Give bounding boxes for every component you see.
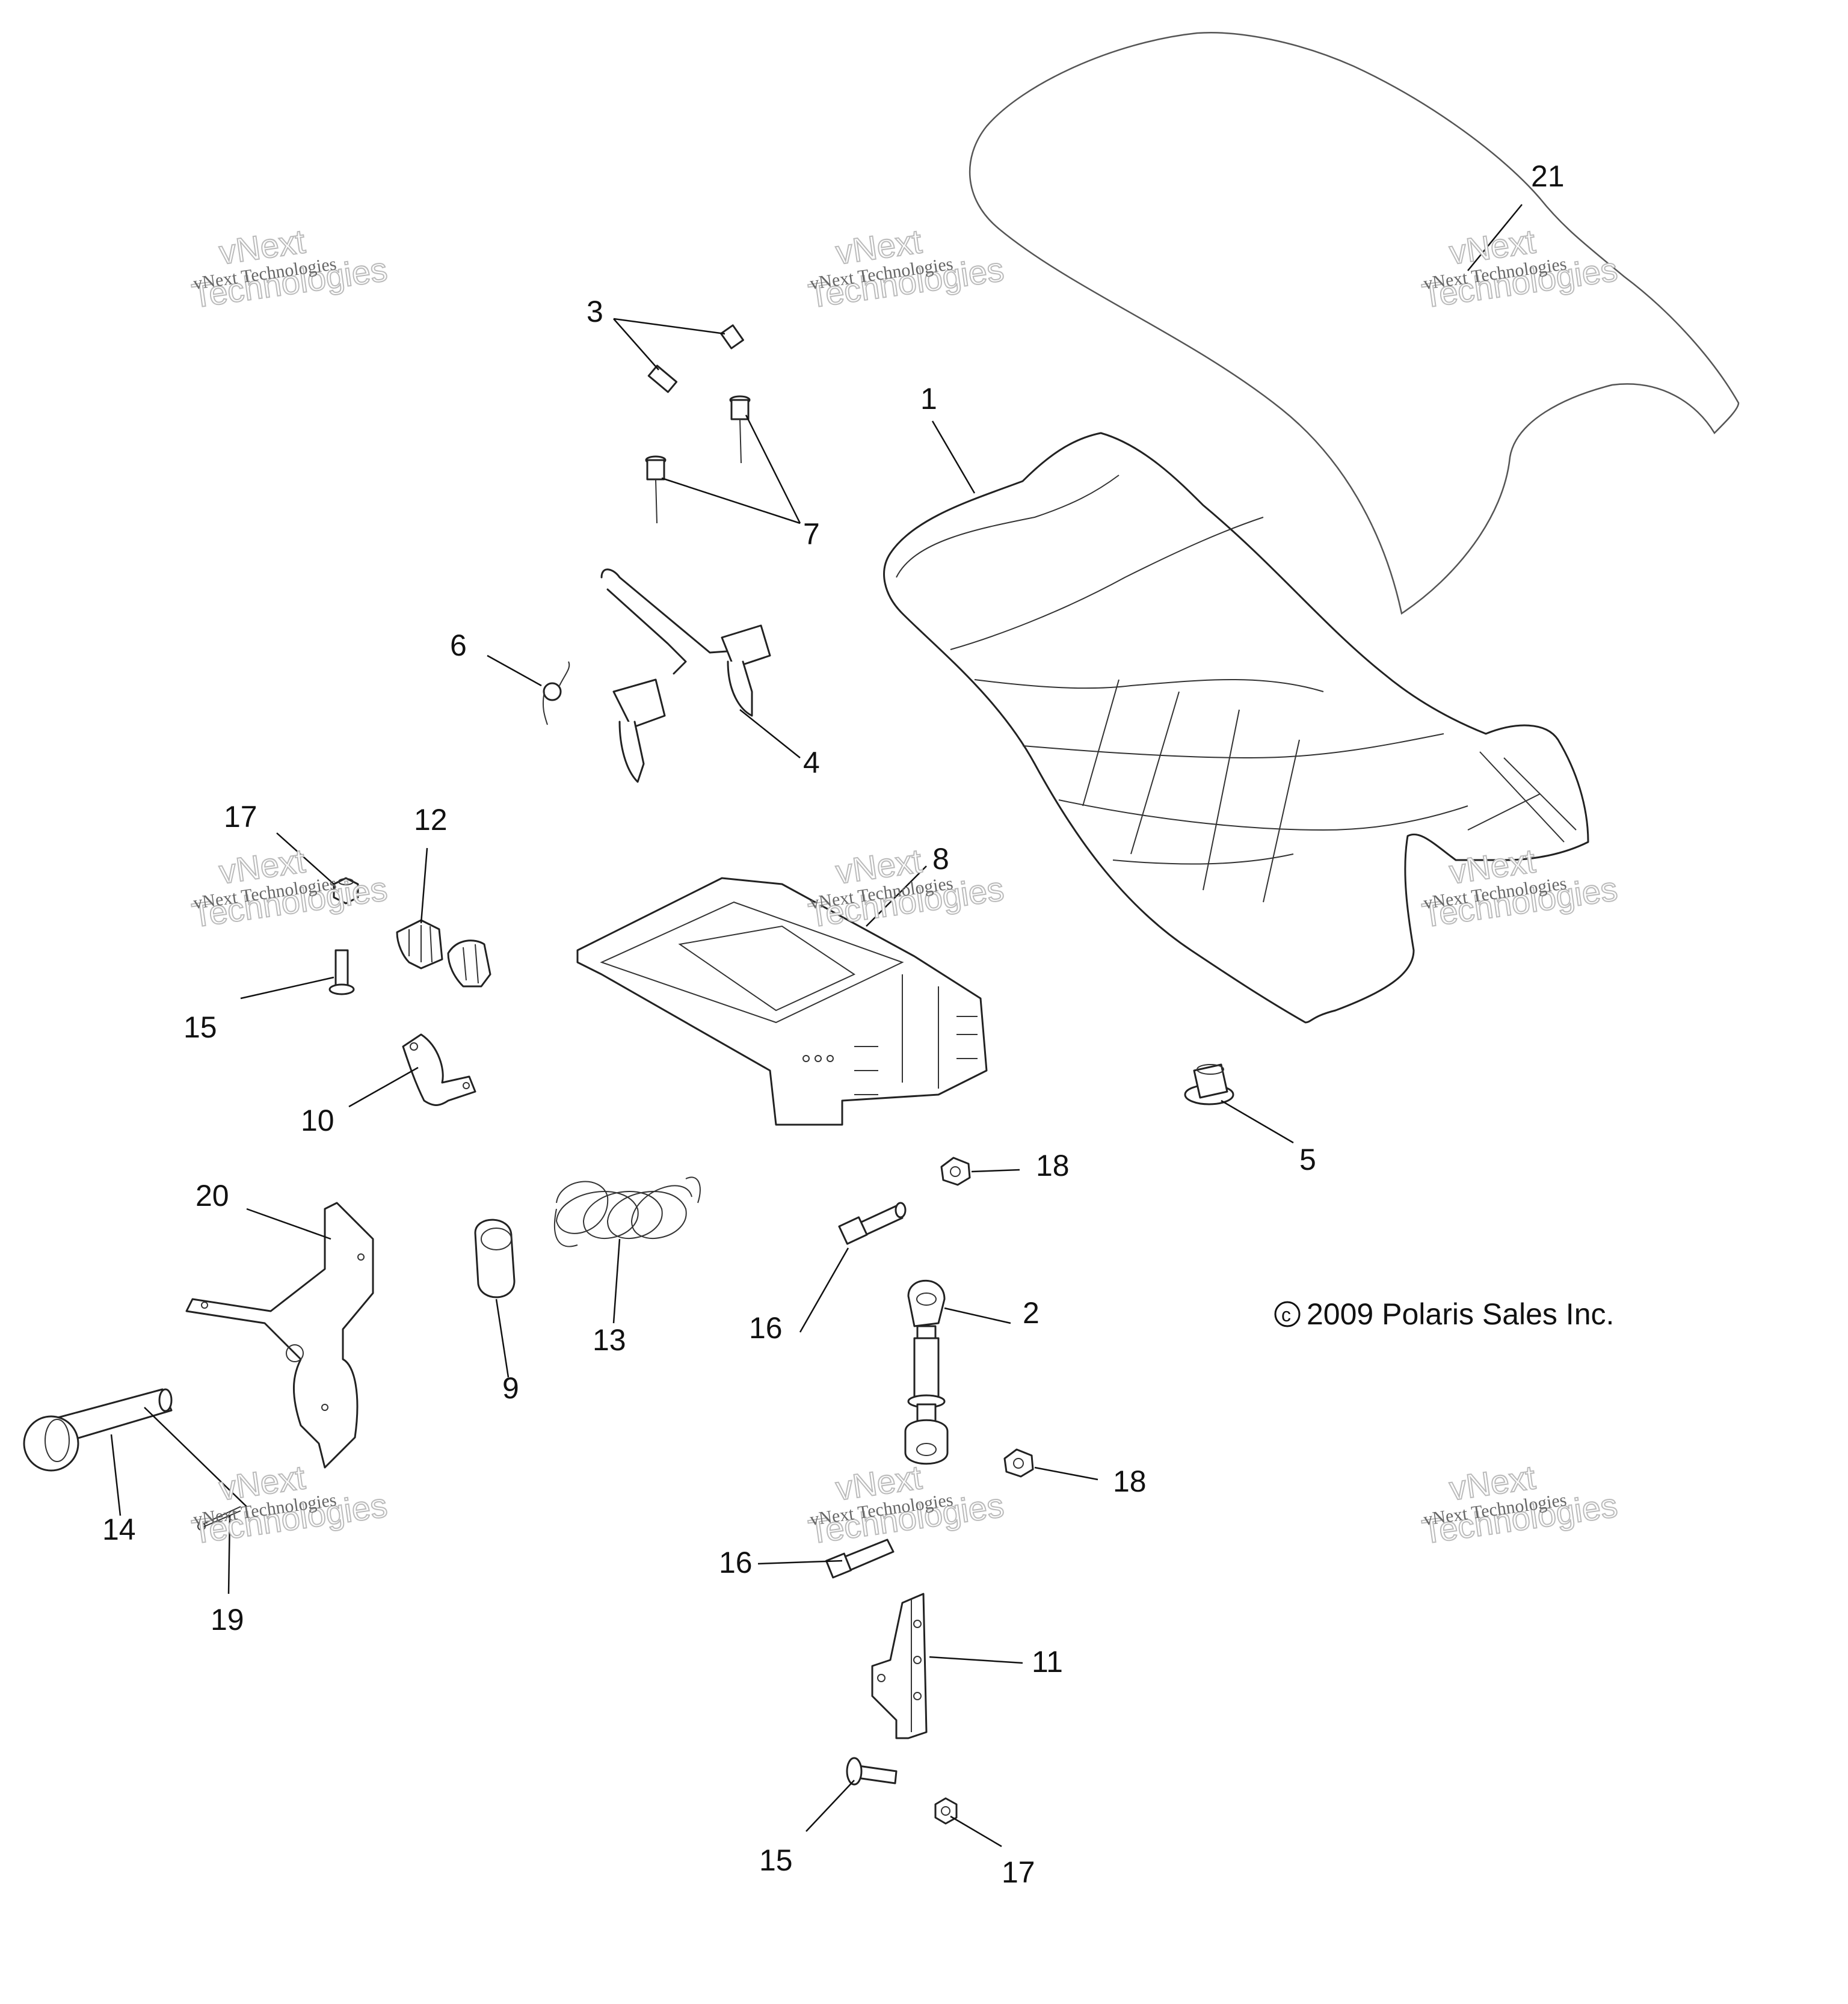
- callout-10: 10: [301, 1104, 334, 1137]
- copyright-icon: [1274, 1301, 1301, 1327]
- part-18-nut-upper: [940, 1157, 971, 1186]
- callout-5: 5: [1299, 1143, 1316, 1176]
- part-16-bolt-lower: [825, 1538, 895, 1579]
- callout-16-upper: 16: [749, 1311, 783, 1345]
- part-18-nut-lower: [1003, 1448, 1034, 1478]
- callout-12: 12: [414, 803, 448, 837]
- callout-8: 8: [932, 842, 949, 876]
- part-17-nut: [333, 877, 359, 905]
- part-3-plates: [647, 324, 744, 393]
- part-14-pin: [23, 1388, 173, 1472]
- part-15-bolt-lower: [846, 1757, 898, 1786]
- watermark-bottom-right: vNext Technologies vNext Technologies: [1419, 1457, 1620, 1551]
- callout-1: 1: [920, 382, 937, 416]
- watermark-mid-center: vNext Technologies vNext Technologies: [805, 841, 1006, 935]
- part-21-seat-cover: [969, 32, 1740, 615]
- part-16-bolt-upper: [838, 1202, 907, 1245]
- callout-17-lower: 17: [1002, 1855, 1035, 1889]
- part-12-bushings: [396, 919, 491, 988]
- part-8-tray: [576, 877, 988, 1126]
- part-20-bracket: [185, 1202, 374, 1469]
- watermark-mid-left: vNext Technologies vNext Technologies: [189, 841, 390, 935]
- part-2-shock: [904, 1279, 949, 1465]
- copyright-c-glyph: c: [1281, 1304, 1291, 1326]
- callout-11: 11: [1032, 1645, 1063, 1679]
- part-10-clamp: [402, 1033, 476, 1106]
- watermark-top-left: vNext Technologies vNext Technologies: [189, 221, 390, 315]
- part-15-bolt: [328, 949, 355, 995]
- callout-16-lower: 16: [719, 1546, 753, 1579]
- copyright-text: 2009 Polaris Sales Inc.: [1307, 1297, 1614, 1331]
- callout-6: 6: [450, 629, 467, 662]
- callout-15-top: 15: [183, 1010, 217, 1044]
- watermark-top-center: vNext Technologies vNext Technologies: [805, 221, 1006, 315]
- part-1-seat-assembly: [883, 432, 1589, 1024]
- watermark-bottom-center: vNext Technologies vNext Technologies: [805, 1457, 1006, 1551]
- part-7-pins: [645, 395, 751, 524]
- callouts: 21 3 1 7 6 4 17 12 8 15 10 5 18 20 13 16…: [102, 159, 1565, 1889]
- part-6-spring: [542, 661, 570, 725]
- copyright-notice: c 2009 Polaris Sales Inc.: [1274, 1297, 1614, 1331]
- callout-19: 19: [211, 1603, 244, 1637]
- callout-9: 9: [502, 1371, 519, 1405]
- part-5-grommet: [1184, 1063, 1234, 1105]
- part-13-spring: [553, 1176, 701, 1247]
- callout-3: 3: [587, 295, 603, 328]
- watermark-bottom-left: vNext Technologies vNext Technologies: [189, 1457, 390, 1551]
- callout-7: 7: [803, 517, 820, 551]
- leader-lines: [110, 204, 1523, 1848]
- callout-13: 13: [593, 1323, 626, 1357]
- callout-17-top: 17: [224, 800, 257, 834]
- callout-15-lower: 15: [759, 1843, 793, 1877]
- callout-2: 2: [1023, 1296, 1040, 1330]
- watermark-top-right: vNext Technologies vNext Technologies: [1419, 221, 1620, 315]
- callout-4: 4: [803, 746, 820, 779]
- callout-20: 20: [196, 1179, 229, 1213]
- callout-18-lower: 18: [1113, 1465, 1147, 1498]
- part-17-nut-lower: [934, 1797, 958, 1825]
- part-19-cotter-pin: [197, 1506, 241, 1531]
- part-9-bumper: [474, 1219, 516, 1299]
- callout-18-upper: 18: [1036, 1149, 1070, 1182]
- callout-14: 14: [102, 1513, 136, 1546]
- callout-21: 21: [1531, 159, 1565, 193]
- part-11-bracket: [871, 1593, 928, 1739]
- part-4-latch: [600, 568, 771, 783]
